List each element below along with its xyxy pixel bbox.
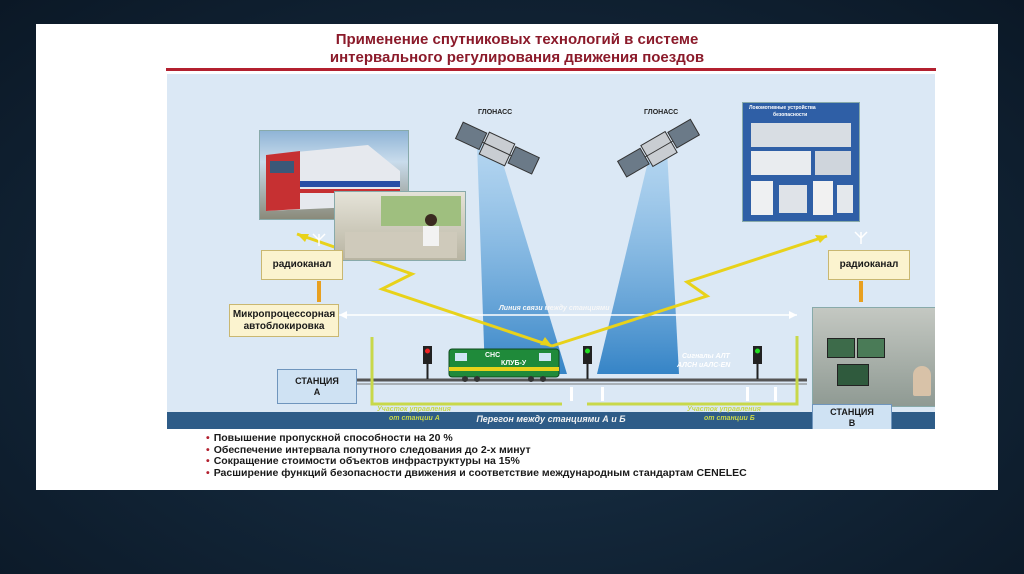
control-right-line1: Участок управления	[687, 406, 761, 413]
radio-channel-left: радиоканал	[261, 250, 343, 280]
panel-device-7	[837, 185, 853, 213]
train-label-klub: КЛУБ-У	[501, 360, 527, 367]
monitor-3	[837, 364, 869, 386]
panel-device-3	[815, 151, 851, 175]
span-band	[167, 412, 935, 429]
left-antenna-icon	[312, 233, 326, 246]
control-room-photo	[812, 307, 935, 407]
right-satellite-beam	[597, 149, 679, 374]
comm-line-label: Линия связи между станциями	[499, 305, 610, 312]
control-right-line2: от станции Б	[704, 415, 755, 422]
control-left-line1: Участок управления	[377, 406, 451, 413]
safety-devices-panel: Локомотивные устройства безопасности	[742, 102, 860, 222]
panel-device-5	[779, 185, 807, 213]
span-label: Перегон между станциями А и Б	[476, 414, 626, 424]
cab-illustration	[345, 196, 461, 258]
radio-channel-right: радиоканал	[828, 250, 910, 280]
benefit-item: •Обеспечение интервала попутного следова…	[206, 443, 531, 456]
panel-caption-line1: Локомотивные устройства	[749, 105, 816, 111]
glonass-left-label: ГЛОНАСС	[478, 109, 513, 116]
signal-left-icon	[423, 346, 432, 379]
benefits-list: •Повышение пропускной способности на 20 …	[206, 432, 747, 479]
train-label-sns: СНС	[485, 352, 501, 359]
panel-device-6	[813, 181, 833, 215]
control-section-left	[370, 337, 562, 406]
slide: Применение спутниковых технологий в сист…	[36, 24, 998, 490]
left-satellite-icon	[454, 121, 540, 175]
benefit-item: •Сокращение стоимости объектов инфрастру…	[206, 455, 520, 467]
monitor-1	[827, 338, 855, 358]
slide-title-line1: Применение спутниковых технологий в сист…	[335, 31, 699, 48]
signals-label-line2: АЛСН иАЛС-EN	[677, 362, 731, 369]
right-antenna-icon	[854, 231, 868, 244]
benefit-item: •Повышение пропускной способности на 20 …	[206, 432, 453, 444]
monitor-2	[857, 338, 885, 358]
control-section-right	[587, 336, 799, 406]
microprocessor-block: Микропроцессорная автоблокировка	[229, 304, 339, 337]
track-markers	[570, 387, 777, 401]
signals-label-line1: Сигналы АЛТ	[682, 353, 730, 360]
cab-photo	[334, 191, 466, 261]
locomotive-icon	[448, 348, 560, 382]
control-left-line2: от станции А	[389, 415, 440, 422]
micro-line2: автоблокировка	[243, 320, 325, 332]
title-divider	[166, 68, 936, 71]
panel-device-4	[751, 181, 773, 215]
signal-mid-icon	[583, 346, 592, 379]
left-satellite-beam	[477, 144, 567, 374]
panel-device-2	[751, 151, 811, 175]
panel-device-1	[751, 123, 851, 147]
panel-caption-line2: безопасности	[773, 112, 808, 118]
signal-right-icon	[753, 346, 762, 379]
benefit-item: •Расширение функций безопасности движени…	[206, 466, 747, 479]
system-diagram: Локомотивные устройства безопасности ГЛО…	[167, 74, 935, 429]
micro-line1: Микропроцессорная	[232, 308, 336, 320]
radio-link-right	[551, 234, 828, 348]
operator-figure	[913, 366, 931, 396]
slide-title-line2: интервального регулирования движения пое…	[329, 49, 705, 66]
diagram-graphics	[167, 118, 935, 429]
right-satellite-icon	[616, 118, 701, 178]
glonass-right-label: ГЛОНАСС	[644, 109, 679, 116]
